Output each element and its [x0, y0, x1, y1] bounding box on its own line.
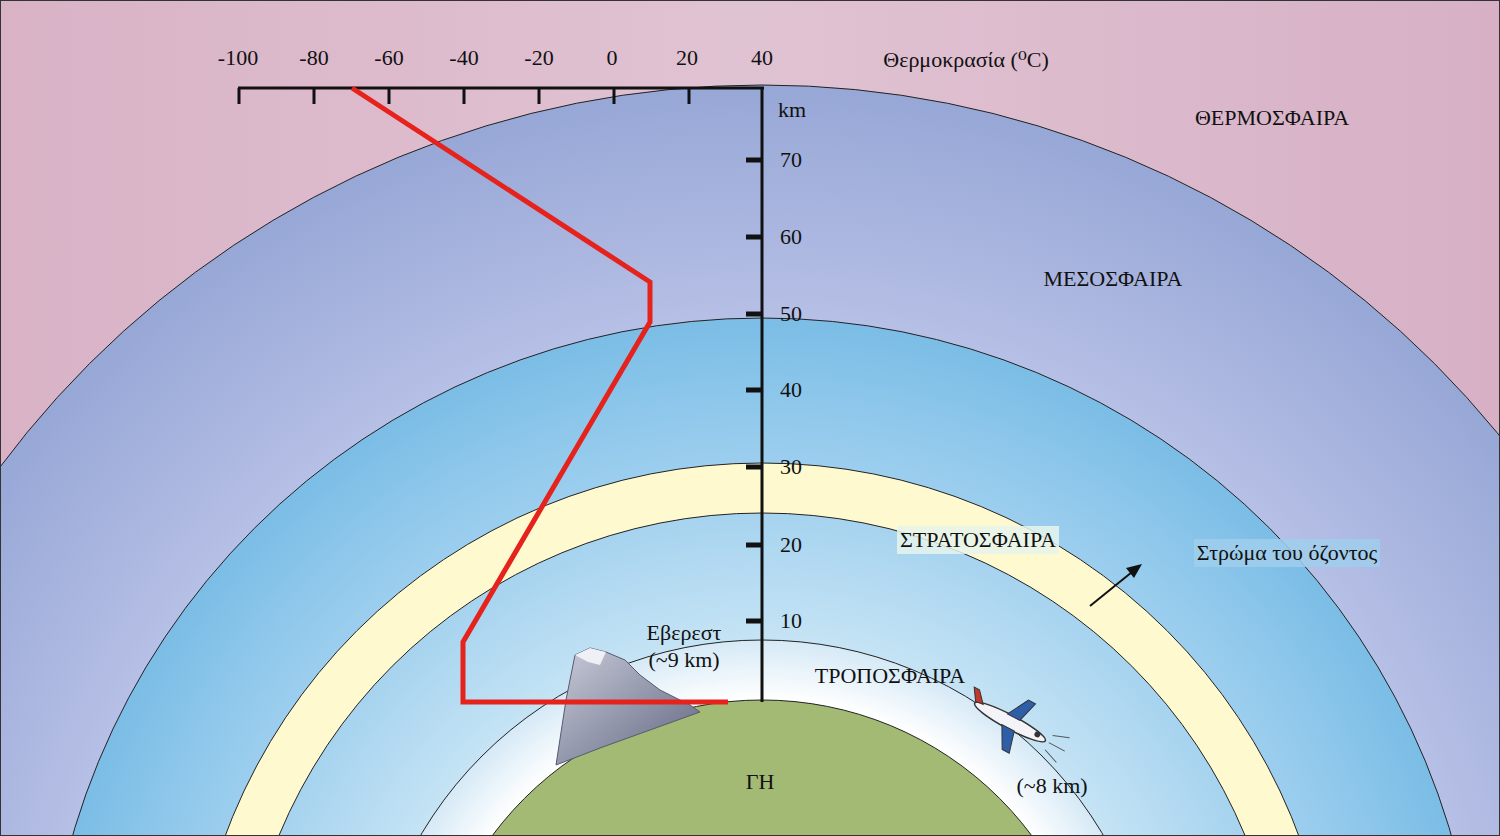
altitude-tick-label: 40 [780, 376, 802, 404]
altitude-tick-label: 60 [780, 223, 802, 251]
temperature-tick-label: -100 [218, 44, 258, 72]
altitude-axis [746, 88, 762, 702]
temperature-tick-label: 40 [751, 44, 773, 72]
altitude-tick-label: 20 [780, 531, 802, 559]
altitude-tick-label: 70 [780, 146, 802, 174]
temperature-tick-label: -80 [299, 44, 328, 72]
pointer-line [1090, 572, 1132, 606]
snow-cap [575, 648, 606, 665]
temperature-tick-label: -40 [449, 44, 478, 72]
axis-title: Θερμοκρασία (⁰C) [883, 46, 1048, 74]
altitude-tick-label: 30 [780, 453, 802, 481]
layer-name: ΘΕΡΜΟΣΦΑΙΡΑ [1195, 104, 1349, 132]
peak-label: Εβερεστ (~9 km) [636, 619, 732, 674]
layer-name: ΜΕΣΟΣΦΑΙΡΑ [1044, 265, 1183, 293]
plane-icon [954, 675, 1077, 776]
layer-name: ΣΤΡΑΤΟΣΦΑΙΡΑ [897, 526, 1059, 554]
altitude-tick-label: 50 [780, 300, 802, 328]
layer-name: ΤΡΟΠΟΣΦΑΙΡΑ [815, 662, 966, 690]
temperature-tick-label: -20 [524, 44, 553, 72]
pointer-head [1126, 564, 1142, 578]
temperature-tick-label: 0 [607, 44, 618, 72]
altitude-note: (~8 km) [1016, 772, 1087, 800]
temperature-axis [238, 88, 764, 104]
temperature-tick-label: -60 [374, 44, 403, 72]
axis-unit: km [778, 96, 806, 124]
earth-label: ΓΗ [746, 768, 775, 796]
temperature-profile [352, 88, 728, 702]
callout-label: Στρώμα του όζοντος [1194, 539, 1381, 567]
mesosphere-band [0, 85, 1500, 836]
temperature-tick-label: 20 [676, 44, 698, 72]
altitude-tick-label: 10 [780, 607, 802, 635]
